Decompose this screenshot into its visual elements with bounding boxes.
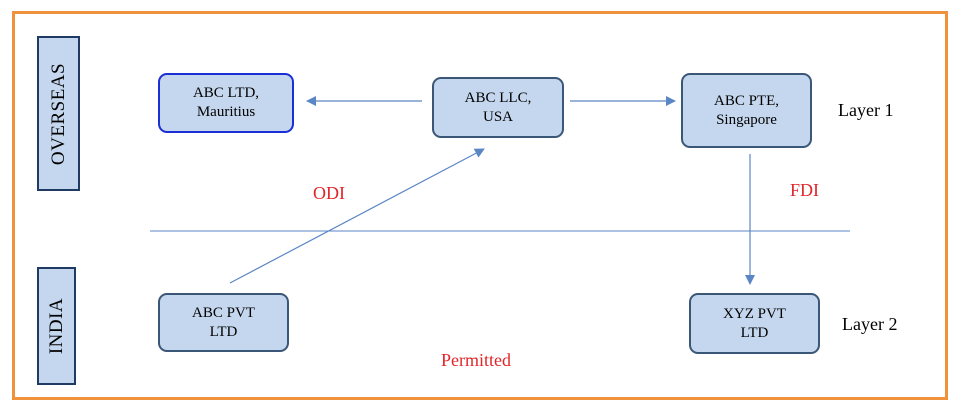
label-permitted: Permitted	[441, 350, 511, 370]
node-xyz-pvt-line1: XYZ PVT	[723, 305, 786, 322]
node-xyz-pvt-ltd: XYZ PVT LTD	[689, 293, 820, 354]
node-abc-ltd-line1: ABC LTD,	[192, 85, 260, 101]
arrow-odi-pvt-to-llc	[229, 148, 485, 284]
label-fdi: FDI	[790, 180, 820, 200]
node-abc-llc-line1: ABC LLC,	[464, 89, 532, 106]
node-abc-ltd-mauritius: ABC LTD, Mauritius	[158, 73, 294, 133]
region-overseas: OVERSEAS	[37, 36, 80, 191]
label-odi: ODI	[313, 183, 345, 203]
region-overseas-label: OVERSEAS	[47, 62, 69, 165]
node-abc-pvt-line1: ABC PVT	[192, 304, 255, 321]
node-abc-pte-singapore: ABC PTE, Singapore	[681, 73, 812, 148]
label-layer-1: Layer 1	[838, 100, 894, 120]
node-abc-pte-line1: ABC PTE,	[713, 92, 779, 109]
node-abc-pte-line2: Singapore	[716, 111, 777, 128]
diagram-frame	[12, 11, 948, 400]
node-xyz-pvt-line2: LTD	[740, 324, 769, 341]
region-india-label: INDIA	[45, 297, 67, 355]
region-india: INDIA	[37, 267, 76, 385]
node-abc-pvt-ltd: ABC PVT LTD	[158, 293, 289, 352]
node-abc-llc-line2: USA	[482, 108, 513, 125]
label-layer-2: Layer 2	[842, 314, 898, 334]
node-abc-llc-usa: ABC LLC, USA	[432, 77, 564, 138]
node-abc-pvt-line2: LTD	[209, 323, 238, 340]
node-abc-ltd-line2: Mauritius	[196, 104, 256, 120]
